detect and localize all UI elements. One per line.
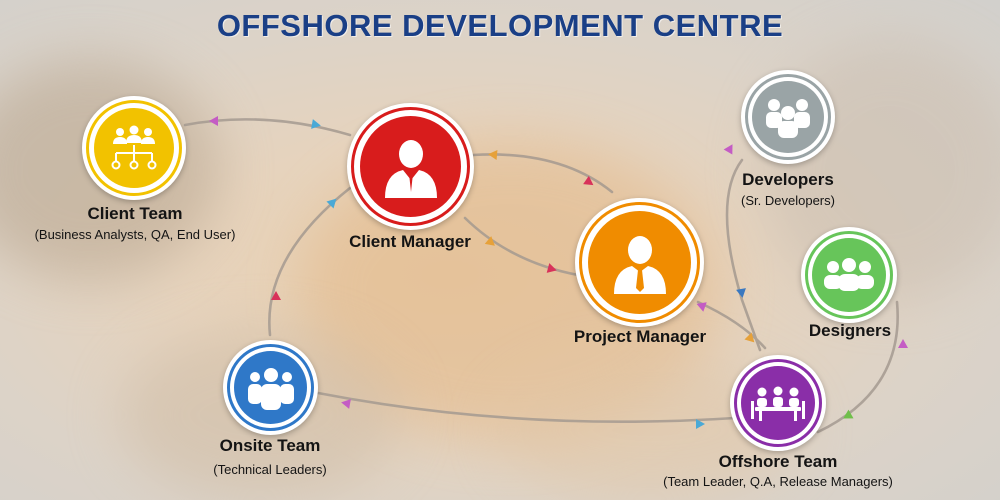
- node-title: Onsite Team: [219, 436, 321, 455]
- node-subtitle: (Team Leader, Q.A, Release Managers): [663, 474, 893, 489]
- arrow-icon: [311, 119, 321, 129]
- node-title: Project Manager: [573, 327, 707, 346]
- client-manager-label: Client Manager: [320, 232, 500, 252]
- manager-tie-icon: [613, 235, 666, 294]
- designers-node: [801, 227, 897, 323]
- client-team-node: [82, 96, 186, 200]
- client-manager-node: [347, 103, 474, 230]
- people-icon: [247, 367, 294, 410]
- arrow-icon: [898, 339, 908, 348]
- arrow-icon: [341, 399, 351, 409]
- arrow-icon: [488, 150, 498, 160]
- page-title: OFFSHORE DEVELOPMENT CENTRE: [216, 8, 784, 43]
- developers-node: [741, 70, 835, 164]
- project-manager-label: Project Manager: [545, 327, 735, 347]
- arrow-icon: [744, 332, 755, 343]
- node-subtitle: (Business Analysts, QA, End User): [34, 227, 236, 242]
- team-hierarchy-icon: [111, 125, 157, 170]
- arrow-icon: [484, 236, 495, 246]
- arrow-icon: [583, 175, 594, 186]
- arrow-icon: [209, 116, 218, 126]
- node-title: Client Team: [87, 204, 183, 223]
- arrow-icon: [271, 291, 281, 300]
- developers-label: Developers (Sr. Developers): [713, 170, 863, 208]
- group-icon: [824, 258, 874, 291]
- onsite-team-node: [223, 340, 318, 435]
- direction-arrows: [209, 116, 908, 429]
- project-manager-node: [575, 198, 704, 327]
- manager-suit-icon: [384, 139, 437, 198]
- offshore-team-node: [730, 355, 826, 451]
- arrow-icon: [326, 198, 337, 209]
- node-subtitle: (Technical Leaders): [213, 462, 327, 477]
- arrow-icon: [546, 263, 557, 273]
- node-title: Designers: [808, 321, 892, 340]
- designers-label: Designers: [780, 321, 920, 341]
- arrow-icon: [696, 302, 707, 312]
- client-team-label: Client Team (Business Analysts, QA, End …: [15, 204, 255, 242]
- group-icon: [766, 99, 810, 138]
- arrow-icon: [843, 409, 854, 419]
- meeting-table-icon: [751, 386, 805, 421]
- offshore-team-label: Offshore Team (Team Leader, Q.A, Release…: [630, 452, 926, 489]
- arrow-icon: [736, 288, 746, 298]
- arrow-icon: [723, 144, 733, 155]
- arrow-icon: [696, 419, 705, 429]
- node-subtitle: (Sr. Developers): [741, 193, 835, 208]
- onsite-team-label: Onsite Team (Technical Leaders): [180, 436, 360, 477]
- node-title: Developers: [742, 170, 834, 189]
- node-title: Offshore Team: [718, 452, 838, 471]
- node-title: Client Manager: [349, 232, 471, 251]
